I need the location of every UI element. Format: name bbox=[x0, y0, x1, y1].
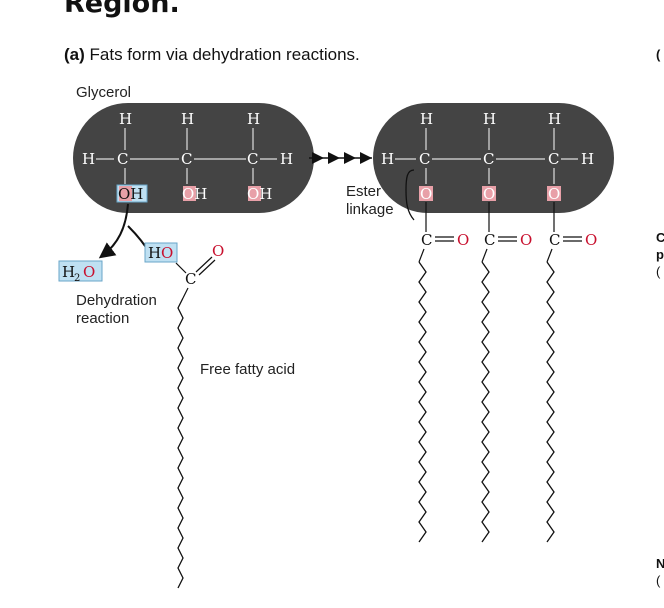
edge-paren-2: ( bbox=[656, 264, 661, 279]
tri-c-1: C bbox=[419, 150, 430, 168]
ester-linkage-label-line1: Ester bbox=[346, 183, 382, 200]
tri-h-left: H bbox=[381, 150, 394, 168]
ester-carbonyl-o-1: O bbox=[457, 231, 469, 249]
ester-linkage-label-line2: linkage bbox=[346, 201, 394, 218]
glycerol-c-1: C bbox=[117, 150, 128, 168]
reaction-arrow-heads bbox=[312, 152, 372, 164]
dehydration-label-line1: Dehydration bbox=[76, 292, 157, 309]
tri-h-top-1: H bbox=[420, 110, 433, 128]
dehydration-label-line2: reaction bbox=[76, 310, 130, 327]
water-subscript: 2 bbox=[74, 273, 80, 284]
ester-carbonyl-o-2: O bbox=[520, 231, 532, 249]
glycerol-oh-3: OH bbox=[247, 185, 272, 203]
glycerol-label: Glycerol bbox=[76, 84, 132, 101]
fatty-acid-ho-box bbox=[144, 242, 178, 263]
glycerol-h-right: H bbox=[280, 150, 293, 168]
glycerol-c-3: C bbox=[247, 150, 258, 168]
fatty-acid-carbonyl-c: C bbox=[185, 270, 196, 288]
water-box bbox=[58, 260, 103, 282]
glycerol-h-top-2: H bbox=[181, 110, 194, 128]
fatty-acid-h: H bbox=[148, 244, 161, 262]
page-heading: Region. bbox=[64, 0, 180, 19]
ester-o-1: O bbox=[420, 185, 432, 203]
ester-carbonyl-c-1: C bbox=[421, 231, 432, 249]
tri-h-top-2: H bbox=[483, 110, 496, 128]
tri-c-3: C bbox=[548, 150, 559, 168]
edge-paren-b: ( bbox=[656, 47, 661, 62]
fatty-acid-carbonyl-o: O bbox=[212, 242, 224, 260]
edge-letter-p: p bbox=[656, 247, 664, 262]
tri-h-top-3: H bbox=[548, 110, 561, 128]
caption-letter: (a) bbox=[64, 45, 85, 64]
glycerol-oh-1: OH bbox=[118, 185, 143, 203]
water-h: H bbox=[62, 263, 75, 281]
free-fatty-acid-chain bbox=[177, 297, 184, 589]
ester-linkage-bracket bbox=[405, 169, 415, 221]
tri-h-right: H bbox=[581, 150, 594, 168]
edge-letter-n: N bbox=[656, 556, 664, 571]
dehydration-arrow bbox=[98, 203, 129, 259]
ester-carbonyl-c-2: C bbox=[484, 231, 495, 249]
glycerol-c-2: C bbox=[181, 150, 192, 168]
figure-caption: (a) Fats form via dehydration reactions. bbox=[64, 45, 360, 65]
fatty-acid-tail-2 bbox=[481, 261, 490, 543]
glycerol-h-top-3: H bbox=[247, 110, 260, 128]
water-o: O bbox=[83, 263, 95, 281]
fatty-acid-o-hydroxyl: O bbox=[161, 244, 173, 262]
ester-o-2: O bbox=[483, 185, 495, 203]
edge-letter-c: C bbox=[656, 230, 664, 245]
ester-carbonyl-c-3: C bbox=[549, 231, 560, 249]
edge-paren-3: ( bbox=[656, 573, 661, 588]
glycerol-oh-2: OH bbox=[182, 185, 207, 203]
tri-c-2: C bbox=[483, 150, 494, 168]
ester-carbonyl-o-3: O bbox=[585, 231, 597, 249]
ester-o-3: O bbox=[548, 185, 560, 203]
free-fatty-acid-label: Free fatty acid bbox=[200, 361, 296, 378]
fatty-acid-tail-3 bbox=[546, 261, 555, 543]
fatty-acid-tail-1 bbox=[418, 261, 427, 543]
caption-text: Fats form via dehydration reactions. bbox=[89, 45, 360, 64]
glycerol-h-left: H bbox=[82, 150, 95, 168]
glycerol-h-top-1: H bbox=[119, 110, 132, 128]
